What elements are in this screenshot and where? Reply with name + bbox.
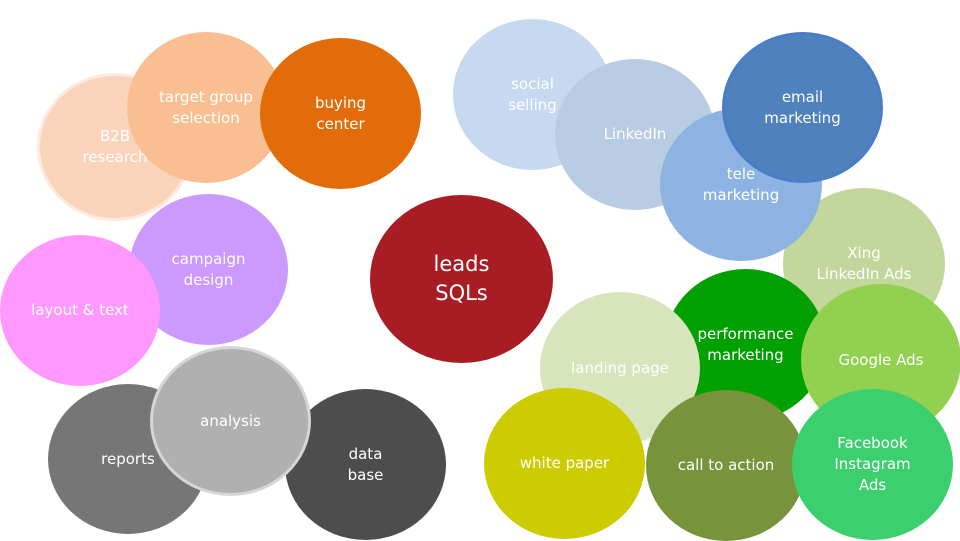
bubble-leads-sqls: leads SQLs	[370, 195, 553, 363]
bubble-white-paper: white paper	[484, 388, 645, 539]
bubble-analysis: analysis	[150, 346, 311, 496]
bubble-target-group-selection: target group selection	[127, 32, 285, 183]
bubble-facebook-instagram-ads: Facebook Instagram Ads	[792, 389, 953, 540]
bubble-buying-center: buying center	[260, 38, 421, 189]
bubble-call-to-action: call to action	[646, 390, 806, 541]
bubble-layout-and-text: layout & text	[0, 235, 160, 386]
bubble-data-base: data base	[285, 389, 446, 540]
bubble-email-marketing: email marketing	[722, 32, 883, 183]
